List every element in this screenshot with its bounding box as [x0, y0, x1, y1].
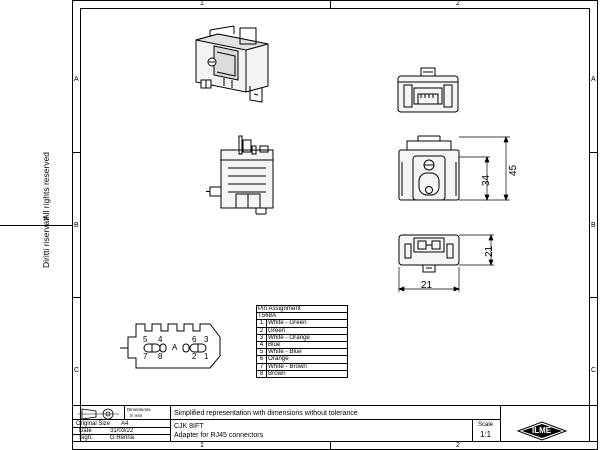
zone-row-a-right: A: [591, 76, 596, 83]
top-view: [397, 67, 459, 113]
units-line2: in mm: [130, 413, 143, 418]
connector-label-1: 1: [204, 352, 209, 361]
zone-column-1-top: 1: [200, 0, 204, 7]
front-view: [398, 135, 510, 201]
connector-label-4: 4: [158, 335, 163, 344]
zone-row-a-left: A: [74, 76, 79, 83]
zone-column-1-bottom: 1: [200, 442, 204, 449]
zone-row-b-left: B: [74, 222, 79, 229]
zone-row-c-right: C: [591, 367, 597, 374]
original-size-value: A4: [121, 421, 129, 427]
pin-wire: Brown: [266, 369, 348, 379]
pin-wire: White - Orange: [266, 333, 348, 343]
zone-row-b-right: B: [591, 222, 596, 229]
side-view: [206, 135, 274, 215]
pin-contacts: [143, 343, 207, 353]
zone-column-2-top: 2: [456, 0, 460, 7]
projection-symbol-icon: [78, 408, 119, 420]
connector-label-5: 5: [143, 335, 148, 344]
drawing-description: Adapter for RJ45 connectors: [174, 432, 264, 439]
connector-label-3: 3: [204, 335, 209, 344]
isometric-view: [195, 25, 269, 103]
connector-label-6: 6: [192, 335, 197, 344]
original-size-label: Original Size: [76, 421, 111, 427]
date-value: 31/03/22: [110, 428, 134, 434]
connector-label-a: A: [172, 343, 178, 352]
zone-row-c-left: C: [74, 367, 80, 374]
connector-label-8: 8: [158, 352, 163, 361]
date-label: Date: [79, 428, 92, 434]
connector-face: [120, 323, 221, 369]
bottom-view: [398, 234, 494, 292]
connector-label-2: 2: [192, 352, 197, 361]
drawing-code: CJK 8IFT: [174, 423, 204, 430]
connector-label-7: 7: [143, 352, 148, 361]
tolerance-note: Simplified representation with dimension…: [174, 410, 358, 417]
dimension-width: 21: [421, 280, 433, 291]
scale-value: 1:1: [480, 430, 492, 439]
scale-label: Scale: [478, 422, 494, 428]
logo-text: ILME: [532, 426, 552, 435]
zone-column-2-bottom: 2: [456, 442, 460, 449]
ilme-logo-icon: [516, 421, 568, 441]
sign-value: G.Renna: [110, 435, 135, 441]
sign-label: Sign.: [79, 435, 93, 441]
units-line1: Dimensions: [127, 407, 151, 412]
